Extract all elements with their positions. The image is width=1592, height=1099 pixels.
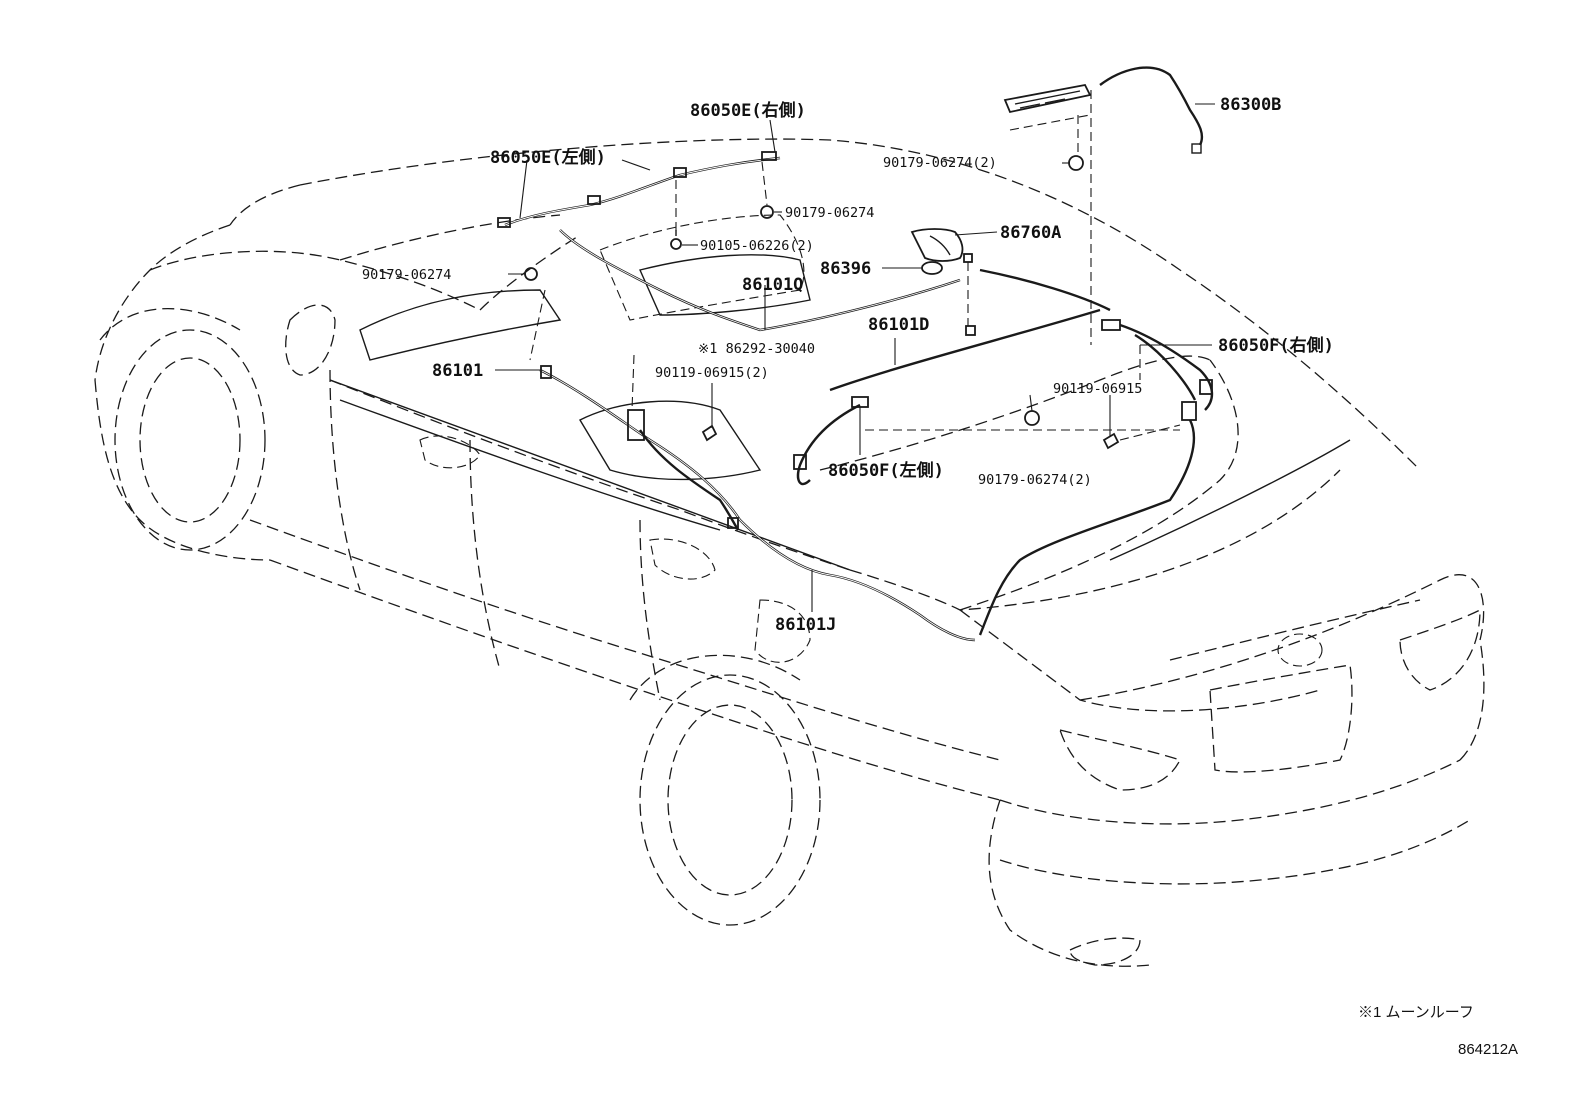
car-body-outline bbox=[94, 138, 1485, 967]
wire-harness-86101J bbox=[539, 368, 976, 642]
label-90179-06274-2-top: 90179-06274(2) bbox=[883, 155, 997, 171]
grommet-clips bbox=[524, 155, 1084, 426]
label-86101D: 86101D bbox=[868, 315, 929, 335]
connectors bbox=[497, 151, 1213, 529]
label-90179-06274-2-bottom: 90179-06274(2) bbox=[978, 472, 1092, 488]
wire-harness-86101D bbox=[796, 268, 1111, 486]
label-86101: 86101 bbox=[432, 361, 483, 381]
label-90119-06915-2: 90119-06915(2) bbox=[655, 365, 769, 381]
label-86300B: 86300B bbox=[1220, 95, 1281, 115]
label-86050E-left: 86050E(左側) bbox=[490, 147, 606, 168]
label-86292-30040: ※1 86292-30040 bbox=[698, 341, 815, 357]
label-90119-06915: 90119-06915 bbox=[1053, 381, 1142, 397]
label-86050F-left: 86050F(左側) bbox=[828, 460, 944, 481]
figure-code: 864212A bbox=[1458, 1041, 1518, 1058]
label-86101J: 86101J bbox=[775, 615, 836, 635]
label-90179-06274-left: 90179-06274 bbox=[362, 267, 451, 283]
car-interior-outline bbox=[329, 254, 1351, 571]
label-86050F-right: 86050F(右側) bbox=[1218, 335, 1334, 356]
label-90105-06226: 90105-06226(2) bbox=[700, 238, 814, 254]
wire-harness-86050F-right bbox=[978, 323, 1214, 636]
label-86101Q: 86101Q bbox=[742, 275, 803, 295]
wire-harness-roof-left bbox=[504, 156, 961, 332]
bolts-90119 bbox=[701, 424, 1120, 450]
label-86396: 86396 bbox=[820, 259, 871, 279]
label-86760A: 86760A bbox=[1000, 223, 1061, 243]
footnote-moonroof: ※1 ムーンルーフ bbox=[1358, 1004, 1474, 1021]
antenna-amplifier-86300B bbox=[1003, 83, 1202, 154]
label-86050E-right: 86050E(右側) bbox=[690, 100, 806, 121]
part-labels: 86300B 86050E(右側) 86050E(左側) 90179-06274… bbox=[362, 95, 1334, 635]
leader-lines bbox=[495, 90, 1215, 612]
wire-harness-86300B bbox=[1099, 66, 1204, 146]
pad-86396 bbox=[921, 261, 943, 275]
shark-fin-antenna-86760A bbox=[910, 228, 964, 262]
label-90179-06274-roof: 90179-06274 bbox=[785, 205, 874, 221]
